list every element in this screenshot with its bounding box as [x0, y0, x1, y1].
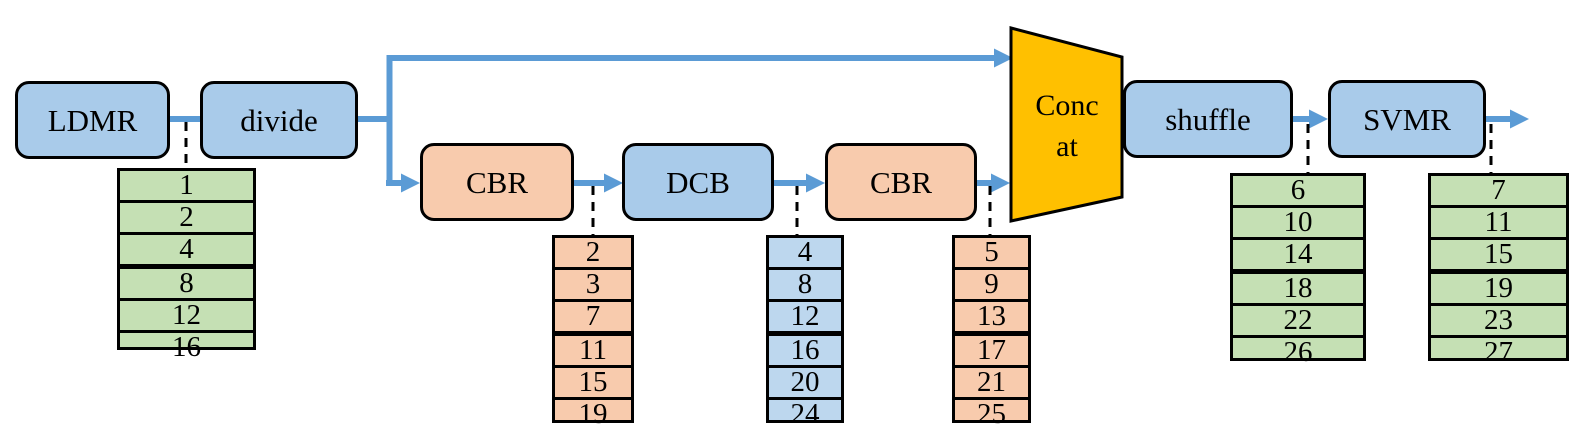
table-cell: 2 — [585, 236, 601, 268]
concat-arrowhead-icon — [991, 173, 1010, 193]
node-ldmr: LDMR — [15, 81, 170, 159]
table-cell: 10 — [1233, 205, 1363, 237]
concat-trapezoid-shape — [1009, 26, 1124, 223]
table-cell: 16 — [769, 331, 841, 365]
table-cell: 20 — [769, 365, 841, 397]
table-cell: 19 — [1431, 269, 1566, 303]
dcb-arrowhead-icon — [604, 173, 623, 193]
table-cell: 7 — [555, 299, 631, 331]
table-cell: 23 — [1431, 303, 1566, 335]
table-cell: 18 — [1233, 269, 1363, 303]
table-cell: 9 — [955, 267, 1028, 299]
table-cell: 21 — [955, 365, 1028, 397]
table-cell: 7 — [1491, 174, 1506, 206]
table-cell: 6 — [1290, 174, 1306, 206]
node-divide: divide — [200, 81, 358, 159]
table-cell: 12 — [120, 298, 253, 330]
node-dcb: DCB — [622, 143, 774, 221]
concat-label-line1: Conc — [1035, 89, 1099, 122]
table-cell: 15 — [555, 365, 631, 397]
table-cell: 3 — [555, 267, 631, 299]
table-cell: 13 — [955, 299, 1028, 331]
table-cell: 8 — [769, 267, 841, 299]
node-cbr1: CBR — [420, 143, 574, 221]
table-cell: 11 — [555, 331, 631, 365]
table-cell: 19 — [555, 397, 631, 429]
node-cbr2: CBR — [825, 143, 977, 221]
table-cell: 4 — [797, 236, 813, 268]
table-cell: 11 — [1431, 205, 1566, 237]
concat-label-line2: at — [1056, 130, 1078, 163]
skip-connection-line — [386, 55, 996, 183]
table-cell: 1 — [179, 169, 194, 201]
table-cell: 4 — [120, 232, 253, 264]
cbr2-arrowhead-icon — [806, 173, 825, 193]
output-arrowhead-icon — [1510, 109, 1529, 129]
skip-connection-arrowhead-icon — [994, 48, 1013, 68]
table-cell: 27 — [1431, 335, 1566, 367]
cbr1-arrowhead-icon — [401, 173, 420, 193]
table-cell: 17 — [955, 331, 1028, 365]
table-cell: 14 — [1233, 237, 1363, 269]
table-cell: 8 — [120, 264, 253, 298]
table-cell: 5 — [984, 236, 999, 268]
table-cell: 25 — [955, 397, 1028, 429]
table-cell: 12 — [769, 299, 841, 331]
table-cell: 2 — [120, 200, 253, 232]
table-cell: 22 — [1233, 303, 1363, 335]
node-svmr: SVMR — [1328, 80, 1486, 158]
node-shuffle: shuffle — [1123, 80, 1293, 158]
table-cell: 16 — [120, 330, 253, 362]
svmr-arrowhead-icon — [1309, 109, 1328, 129]
table-cell: 26 — [1233, 335, 1363, 367]
table-cell: 24 — [769, 397, 841, 429]
table-cell: 15 — [1431, 237, 1566, 269]
node-concat-label: Conc at — [1011, 72, 1123, 180]
